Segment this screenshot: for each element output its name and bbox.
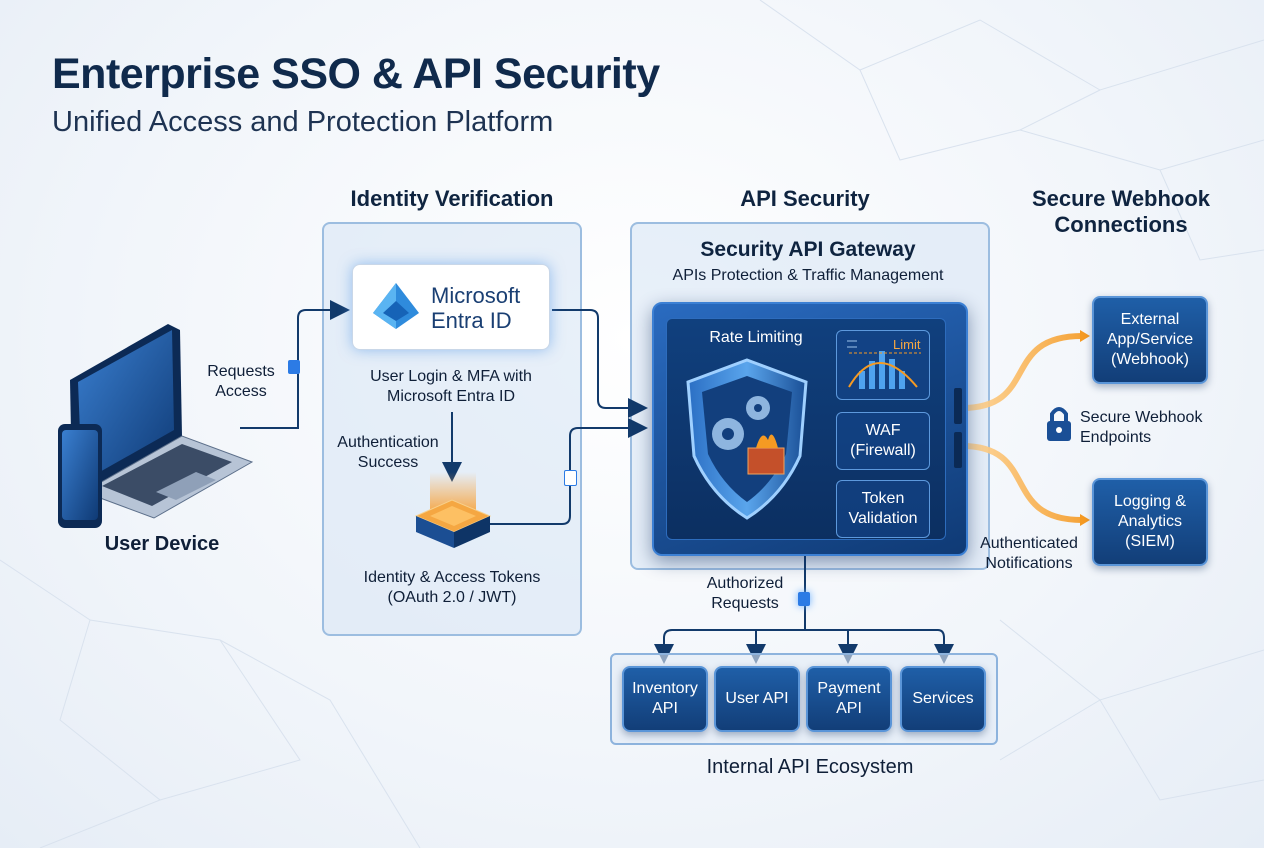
rate-limit-chart: Limit bbox=[836, 330, 930, 400]
authorized-requests-label: Authorized Requests bbox=[706, 575, 784, 612]
section-api-security-heading: API Security bbox=[740, 186, 870, 211]
internal-ecosystem-label: Internal API Ecosystem bbox=[706, 756, 914, 778]
entra-logo-icon bbox=[373, 283, 419, 329]
user-device-label: User Device bbox=[104, 533, 220, 555]
section-identity-heading: Identity Verification bbox=[350, 186, 554, 211]
gateway-title: Security API Gateway bbox=[700, 238, 916, 261]
page-title: Enterprise SSO & API Security bbox=[52, 50, 660, 98]
lock-icon-authorized bbox=[798, 592, 810, 606]
waf-box: WAF (Firewall) bbox=[836, 412, 930, 470]
lock-icon bbox=[288, 360, 300, 374]
entra-text: Microsoft Entra ID bbox=[431, 283, 520, 333]
entra-id-card: Microsoft Entra ID bbox=[352, 264, 550, 350]
token-device-icon bbox=[414, 472, 492, 548]
tokens-label: Identity & Access Tokens (OAuth 2.0 / JW… bbox=[363, 569, 541, 606]
padlock-icon bbox=[1047, 407, 1071, 441]
logging-analytics-box: Logging & Analytics (SIEM) bbox=[1092, 478, 1208, 566]
document-icon bbox=[564, 470, 577, 486]
port-bottom bbox=[954, 432, 962, 468]
auth-success-label: Authentication Success bbox=[337, 434, 439, 471]
login-mfa-label: User Login & MFA with Microsoft Entra ID bbox=[370, 368, 532, 405]
secure-endpoints-label: Secure Webhook Endpoints bbox=[1080, 409, 1203, 446]
gateway-subtitle: APIs Protection & Traffic Management bbox=[672, 267, 944, 284]
page-subtitle: Unified Access and Protection Platform bbox=[52, 106, 554, 138]
rate-limit-graph-icon bbox=[847, 340, 921, 389]
requests-access-label: Requests Access bbox=[207, 363, 275, 400]
authenticated-notifications-label: Authenticated Notifications bbox=[980, 535, 1078, 572]
token-validation-box: Token Validation bbox=[836, 480, 930, 538]
laptop-phone-icon bbox=[58, 324, 254, 528]
section-webhook-heading: Secure Webhook Connections bbox=[1031, 186, 1211, 237]
user-api-box: User API bbox=[714, 666, 800, 732]
entra-line2: Entra ID bbox=[431, 308, 512, 333]
shield-icon bbox=[686, 358, 808, 520]
rate-limiting-label: Rate Limiting bbox=[709, 329, 803, 346]
payment-api-box: Payment API bbox=[806, 666, 892, 732]
services-box: Services bbox=[900, 666, 986, 732]
external-app-box: External App/Service (Webhook) bbox=[1092, 296, 1208, 384]
inventory-api-box: Inventory API bbox=[622, 666, 708, 732]
limit-label: Limit bbox=[893, 337, 921, 352]
port-top bbox=[954, 388, 962, 424]
entra-line1: Microsoft bbox=[431, 283, 521, 308]
